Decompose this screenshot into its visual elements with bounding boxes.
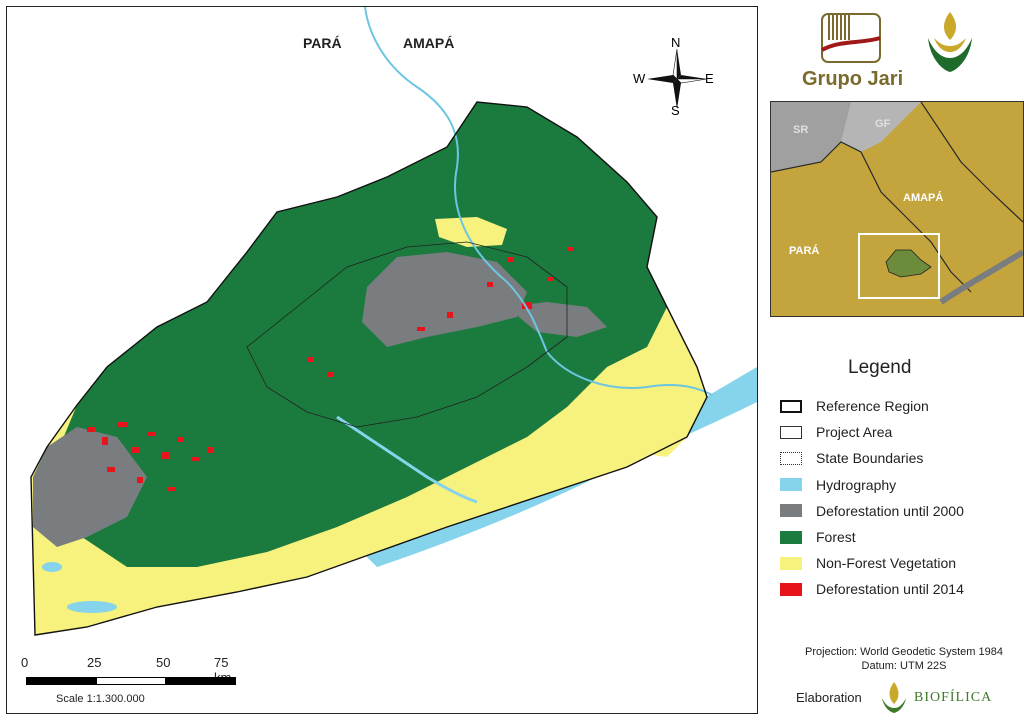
projection-text: Projection: World Geodetic System 1984	[805, 646, 1003, 658]
inset-state-boundary-2	[920, 102, 1023, 223]
scale-segment-1	[26, 677, 96, 685]
region-deforestation-2000-west	[33, 427, 147, 547]
biofilica-leaf-icon	[882, 682, 906, 713]
legend-label: Reference Region	[816, 398, 929, 415]
compass-rose-icon	[647, 48, 708, 109]
legend: Reference Region Project Area State Boun…	[780, 393, 1020, 603]
logo-grupo-jari: Grupo Jari	[800, 10, 910, 92]
legend-label: State Boundaries	[816, 450, 924, 467]
north-arrow: N S E W	[633, 35, 717, 119]
inset-state-boundary	[771, 141, 972, 293]
river-jari	[364, 7, 713, 396]
inset-region-gf	[841, 102, 921, 152]
inset-label-sr: SR	[793, 124, 809, 136]
compass-n: N	[671, 35, 681, 50]
biofilica-text: BIOFÍLICA	[914, 690, 993, 705]
region-forest	[47, 102, 667, 567]
inset-label-para: PARÁ	[789, 245, 820, 257]
scale-bar: 0 25 50 75 km Scale 1:1.300.000	[18, 655, 248, 715]
legend-label: Non-Forest Vegetation	[816, 555, 957, 572]
legend-title: Legend	[848, 357, 912, 378]
inset-region-sr	[771, 102, 851, 172]
legend-label: Project Area	[816, 424, 893, 441]
compass-s: S	[671, 103, 680, 118]
elaboration-label: Elaboration	[796, 690, 862, 705]
legend-swatch-deforestation-2000	[780, 504, 802, 518]
inset-label-gf: GF	[875, 118, 891, 130]
legend-swatch-non-forest	[780, 556, 802, 570]
main-map[interactable]: PARÁ AMAPÁ N S E W	[6, 6, 758, 714]
label-para: PARÁ	[303, 35, 342, 51]
compass-w: W	[633, 71, 646, 86]
inset-map-canvas	[771, 102, 1023, 305]
scale-tick-25: 25	[87, 655, 102, 670]
lake-west	[42, 562, 62, 572]
river-tributary	[336, 415, 478, 504]
inset-label-amapa: AMAPÁ	[903, 192, 944, 204]
scale-segment-2	[96, 677, 166, 685]
inset-project-area	[885, 249, 932, 278]
inset-extent-box	[858, 233, 940, 299]
legend-label: Deforestation until 2014	[816, 581, 964, 598]
inset-river	[939, 249, 1023, 305]
lake-southwest	[67, 601, 117, 613]
legend-item-deforestation-2000: Deforestation until 2000	[780, 498, 1020, 524]
legend-item-deforestation-2014: Deforestation until 2014	[780, 576, 1020, 602]
enclave-non-forest-east	[627, 412, 687, 457]
leaf-emblem-icon	[928, 12, 972, 72]
legend-item-non-forest: Non-Forest Vegetation	[780, 550, 1020, 576]
legend-item-hydrography: Hydrography	[780, 472, 1020, 498]
scale-tick-50: 50	[156, 655, 171, 670]
legend-swatch-state-boundaries	[780, 451, 802, 465]
legend-label: Forest	[816, 529, 856, 546]
datum-text: Datum: UTM 22S	[861, 660, 947, 672]
legend-label: Hydrography	[816, 476, 897, 493]
label-amapa: AMAPÁ	[403, 35, 455, 51]
legend-swatch-forest	[780, 530, 802, 544]
legend-item-forest: Forest	[780, 524, 1020, 550]
legend-swatch-project-area	[780, 425, 802, 439]
legend-item-state-boundaries: State Boundaries	[780, 445, 1020, 471]
legend-item-project-area: Project Area	[780, 419, 1020, 445]
side-panel: Grupo Jari SR GF AMAPÁ PARÁ	[760, 0, 1024, 719]
projection-info: Projection: World Geodetic System 1984 D…	[784, 645, 1024, 673]
map-canvas	[30, 7, 757, 636]
logo-leaf	[920, 8, 980, 78]
region-deforestation-2014	[87, 247, 574, 491]
legend-swatch-reference-region	[780, 399, 802, 413]
enclave-non-forest-north	[435, 217, 507, 247]
region-deforestation-2000-east	[507, 302, 607, 337]
grupo-jari-emblem-icon	[821, 13, 881, 63]
reference-region-outline	[30, 101, 708, 636]
legend-label: Deforestation until 2000	[816, 502, 964, 519]
grupo-jari-text: Grupo Jari	[802, 68, 904, 90]
compass-e: E	[705, 71, 714, 86]
scale-caption: Scale 1:1.300.000	[56, 693, 145, 705]
logo-biofilica: BIOFÍLICA	[876, 678, 998, 716]
inset-location-map[interactable]: SR GF AMAPÁ PARÁ	[770, 101, 1024, 317]
region-deforestation-2000-center	[362, 252, 527, 347]
scale-segment-3	[166, 677, 236, 685]
scale-tick-0: 0	[21, 655, 29, 670]
project-area-outline	[246, 241, 568, 428]
legend-swatch-hydrography	[780, 478, 802, 492]
legend-swatch-deforestation-2014	[780, 582, 802, 596]
legend-item-reference-region: Reference Region	[780, 393, 1020, 419]
